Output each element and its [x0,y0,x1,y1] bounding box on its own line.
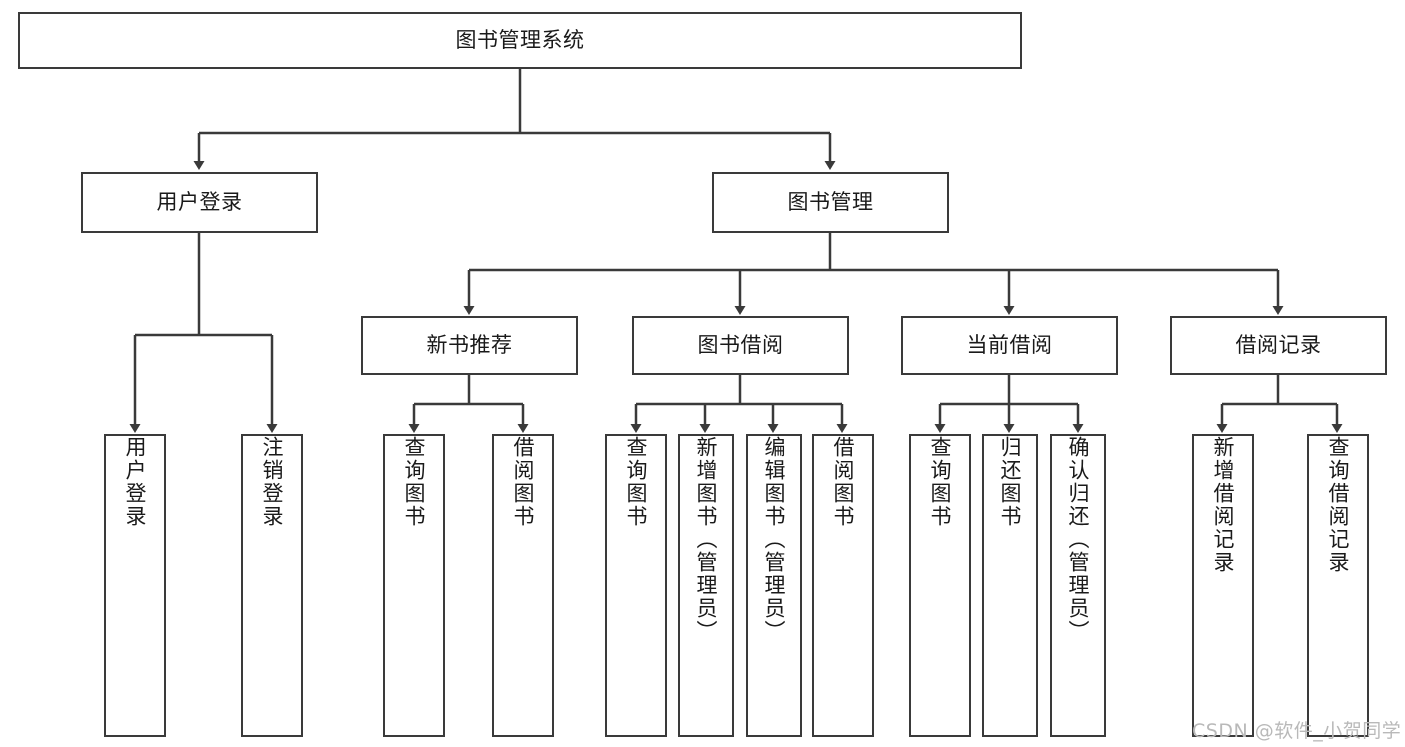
leaf-query-record[interactable]: 查询借阅记录 [1307,434,1369,737]
leaf-user-logout-label: 注销登录 [260,436,285,528]
leaf-return-book-label: 归还图书 [998,436,1023,528]
leaf-query-book-1[interactable]: 查询图书 [383,434,445,737]
leaf-edit-book[interactable]: 编辑图书（管理员） [746,434,802,737]
leaf-query-book-3[interactable]: 查询图书 [909,434,971,737]
node-borrow-record[interactable]: 借阅记录 [1170,316,1387,375]
node-book-management-label: 图书管理 [787,189,874,214]
node-user-login-label: 用户登录 [156,189,243,214]
leaf-query-book-2-label: 查询图书 [624,436,649,528]
node-book-borrow[interactable]: 图书借阅 [632,316,849,375]
leaf-add-record-label: 新增借阅记录 [1211,436,1236,574]
leaf-add-book-label: 新增图书（管理员） [694,436,719,643]
leaf-query-book-2[interactable]: 查询图书 [605,434,667,737]
leaf-return-book[interactable]: 归还图书 [982,434,1038,737]
node-current-borrow[interactable]: 当前借阅 [901,316,1118,375]
leaf-user-logout[interactable]: 注销登录 [241,434,303,737]
leaf-query-record-label: 查询借阅记录 [1326,436,1351,574]
node-current-borrow-label: 当前借阅 [966,332,1053,357]
node-user-login[interactable]: 用户登录 [81,172,318,233]
leaf-borrow-book-2[interactable]: 借阅图书 [812,434,874,737]
leaf-user-login[interactable]: 用户登录 [104,434,166,737]
node-root[interactable]: 图书管理系统 [18,12,1022,69]
node-borrow-record-label: 借阅记录 [1235,332,1322,357]
leaf-edit-book-label: 编辑图书（管理员） [762,436,787,643]
node-new-book-recommend-label: 新书推荐 [426,332,513,357]
leaf-confirm-return[interactable]: 确认归还（管理员） [1050,434,1106,737]
leaf-borrow-book-1-label: 借阅图书 [511,436,536,528]
leaf-add-book[interactable]: 新增图书（管理员） [678,434,734,737]
leaf-query-book-3-label: 查询图书 [928,436,953,528]
node-new-book-recommend[interactable]: 新书推荐 [361,316,578,375]
leaf-add-record[interactable]: 新增借阅记录 [1192,434,1254,737]
node-book-management[interactable]: 图书管理 [712,172,949,233]
leaf-confirm-return-label: 确认归还（管理员） [1066,436,1091,643]
leaf-query-book-1-label: 查询图书 [402,436,427,528]
node-book-borrow-label: 图书借阅 [697,332,784,357]
node-root-label: 图书管理系统 [455,27,585,52]
leaf-user-login-label: 用户登录 [123,436,148,528]
leaf-borrow-book-1[interactable]: 借阅图书 [492,434,554,737]
leaf-borrow-book-2-label: 借阅图书 [831,436,856,528]
